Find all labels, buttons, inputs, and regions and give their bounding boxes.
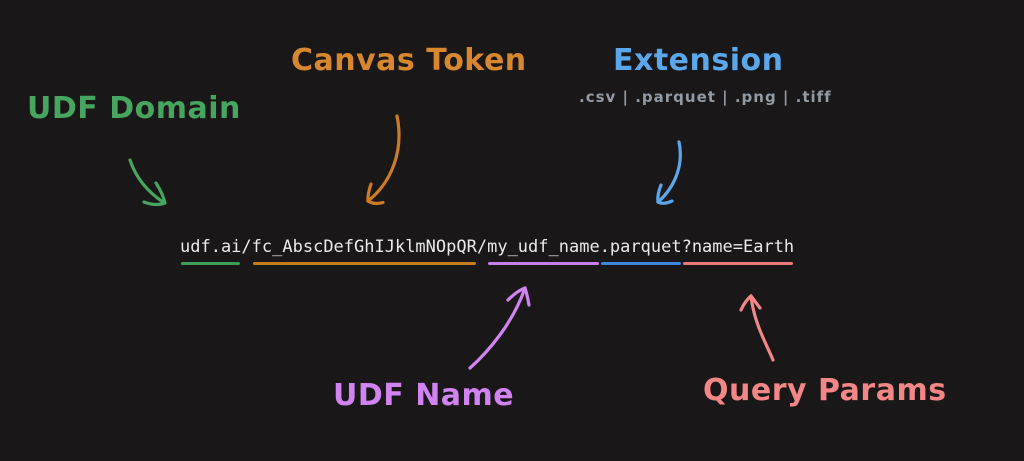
label-udf-name: UDF Name <box>333 378 515 413</box>
url-segment-slash-1: / <box>241 237 252 257</box>
url-segment-domain-text: udf.ai <box>180 237 242 257</box>
arrow-query-params-icon <box>739 294 775 362</box>
url-segment-slash-2: / <box>476 237 488 257</box>
url-segment-query-params: ?name=Earth <box>681 236 795 265</box>
url-segment-extension: .parquet <box>599 236 682 265</box>
url-segment-udf-name-text: my_udf_name <box>487 237 600 257</box>
underline-query-params <box>682 261 794 265</box>
underline-canvas-token <box>252 261 476 265</box>
label-canvas-token: Canvas Token <box>291 43 527 78</box>
underline-domain <box>181 261 241 265</box>
arrow-udf-domain-icon <box>128 158 167 207</box>
url-segment-canvas-token-text: fc_AbscDefGhIJklmNOpQR <box>251 237 477 257</box>
url-segment-domain: udf.ai <box>180 236 242 265</box>
arrow-canvas-token-icon <box>366 114 401 206</box>
arrow-udf-name-icon <box>468 286 531 370</box>
url-segment-extension-text: .parquet <box>599 237 682 257</box>
underline-extension <box>600 261 681 265</box>
label-query-params: Query Params <box>703 373 947 408</box>
underline-udf-name <box>488 261 599 265</box>
label-extension-options: .csv | .parquet | .png | .tiff <box>579 88 832 106</box>
url-segment-canvas-token: fc_AbscDefGhIJklmNOpQR <box>251 236 477 265</box>
arrow-extension-icon <box>656 140 682 205</box>
label-udf-domain: UDF Domain <box>27 91 241 126</box>
url-example: udf.ai / fc_AbscDefGhIJklmNOpQR / my_udf… <box>180 236 795 265</box>
url-segment-query-params-text: ?name=Earth <box>681 237 795 257</box>
url-segment-udf-name: my_udf_name <box>487 236 600 265</box>
label-extension: Extension <box>613 43 784 78</box>
